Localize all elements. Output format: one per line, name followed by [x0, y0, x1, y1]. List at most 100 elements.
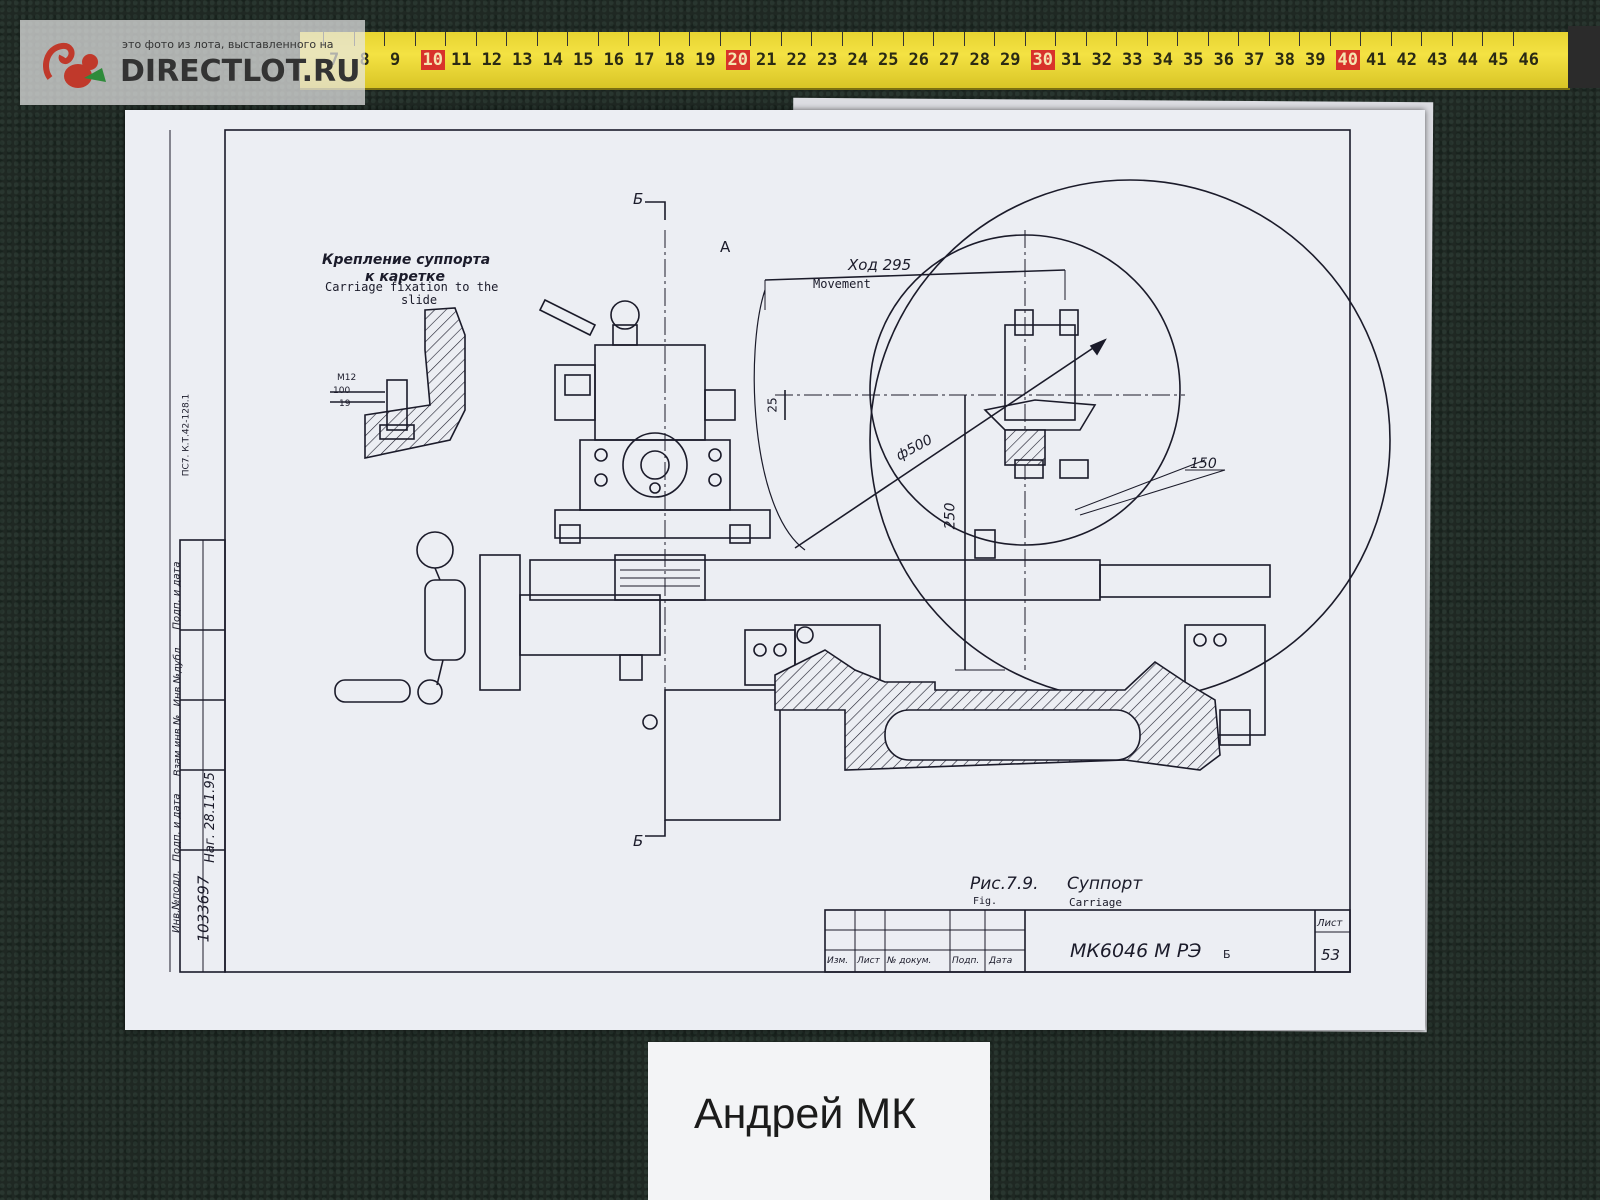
tape-tick — [1024, 32, 1026, 46]
sheet-label: Лист — [1317, 918, 1343, 929]
tb-col-date: Дата — [989, 956, 1013, 966]
tape-number: 10 — [420, 50, 445, 70]
tb-col-sheet: Лист — [857, 956, 880, 966]
dim-25: 25 — [765, 397, 780, 413]
tape-number: 15 — [573, 50, 594, 70]
tape-tick — [536, 32, 538, 46]
tape-tick — [963, 32, 965, 46]
stamp-col-4: Инв.№дубл. — [172, 644, 184, 707]
tape-number: 44 — [1457, 50, 1478, 70]
tape-number: 29 — [1000, 50, 1021, 70]
tape-measure-case — [1568, 26, 1600, 88]
tape-number: 35 — [1183, 50, 1204, 70]
tape-tick — [506, 32, 507, 46]
tape-number: 19 — [695, 50, 716, 70]
tape-number: 17 — [634, 50, 655, 70]
tape-tick — [689, 32, 690, 46]
tape-tick — [811, 32, 812, 46]
tape-number: 12 — [481, 50, 502, 70]
squirrel-logo-icon — [43, 42, 106, 88]
tape-tick — [1238, 32, 1239, 46]
tape-number: 9 — [390, 50, 401, 70]
tape-number: 28 — [969, 50, 990, 70]
tape-number: 22 — [786, 50, 807, 70]
tape-tick — [1146, 32, 1148, 46]
tape-tick — [841, 32, 843, 46]
tape-tick — [658, 32, 660, 46]
tape-number: 21 — [756, 50, 777, 70]
stamp-col-1: Инв.№подл. — [170, 870, 182, 933]
detail-title-ru-1: Крепление суппорта — [322, 252, 491, 268]
tape-tick — [780, 32, 782, 46]
tape-tick — [902, 32, 904, 46]
detail-dim-3: 19 — [339, 399, 351, 409]
tape-tick — [1421, 32, 1422, 46]
tape-tick — [384, 32, 385, 46]
tape-number: 20 — [725, 50, 750, 70]
tape-tick — [1268, 32, 1270, 46]
detail-dim-1: М12 — [337, 373, 357, 383]
detail-title-ru-2: к каретке — [365, 269, 445, 285]
view-mark: А — [720, 238, 731, 256]
tape-tick — [1482, 32, 1483, 46]
carriage-drawing — [169, 129, 1391, 973]
sheet-number: 53 — [1321, 946, 1341, 964]
tape-number: 37 — [1244, 50, 1265, 70]
tape-number: 39 — [1305, 50, 1326, 70]
tape-tick — [994, 32, 995, 46]
tape-tick — [1177, 32, 1178, 46]
watermark-caption: это фото из лота, выставленного на — [122, 38, 334, 51]
tape-number: 25 — [878, 50, 899, 70]
drawing-sheet: Б Б А Крепление суппорта к каретке Carri… — [125, 110, 1425, 1030]
tape-number: 36 — [1213, 50, 1234, 70]
tape-tick — [1085, 32, 1087, 46]
tape-number: 23 — [817, 50, 838, 70]
detail-title-en-2: slide — [401, 293, 438, 307]
watermark-site: DIRECTLOT.RU — [120, 54, 361, 89]
tape-tick — [1207, 32, 1209, 46]
tape-number: 45 — [1488, 50, 1509, 70]
stroke-label-ru: Ход 295 — [848, 256, 912, 274]
tape-tick — [1360, 32, 1361, 46]
section-mark-bottom: Б — [633, 832, 644, 850]
tape-tick — [597, 32, 599, 46]
tape-number: 18 — [664, 50, 685, 70]
tb-col-sign: Подп. — [952, 956, 980, 966]
fig-label-ru: Рис.7.9. — [970, 874, 1039, 894]
tape-tick — [1451, 32, 1453, 46]
tape-tick — [414, 32, 416, 46]
tape-number: 24 — [847, 50, 868, 70]
inventory-number: 1033697 — [194, 875, 213, 943]
tape-number: 30 — [1030, 50, 1055, 70]
dim-150: 150 — [1190, 456, 1217, 472]
tape-number: 31 — [1061, 50, 1082, 70]
tape-tick — [1390, 32, 1392, 46]
tape-number: 42 — [1396, 50, 1417, 70]
tape-number: 26 — [908, 50, 929, 70]
tape-number: 13 — [512, 50, 533, 70]
tape-number: 41 — [1366, 50, 1387, 70]
tape-number: 32 — [1091, 50, 1112, 70]
tape-tick — [1299, 32, 1300, 46]
tape-number: 46 — [1518, 50, 1539, 70]
tape-measure: 7891011121314151617181920212223242526272… — [300, 32, 1570, 90]
tape-tick — [475, 32, 477, 46]
margin-note: ПС7. К.Т.42-128.1 — [181, 393, 192, 477]
section-mark-top: Б — [633, 190, 644, 208]
tape-tick — [1512, 32, 1514, 46]
tape-tick — [750, 32, 751, 46]
stroke-label-en: Movement — [813, 277, 871, 291]
tape-tick — [933, 32, 934, 46]
seller-name: Андрей МК — [694, 1090, 917, 1138]
doc-code-suffix: Б — [1223, 948, 1231, 961]
tape-number: 27 — [939, 50, 960, 70]
tb-col-change: Изм. — [827, 956, 849, 966]
tape-number: 11 — [451, 50, 472, 70]
tape-tick — [567, 32, 568, 46]
tape-number: 14 — [542, 50, 563, 70]
detail-title-en-1: Carriage fixation to the — [325, 280, 499, 294]
tape-number: 38 — [1274, 50, 1295, 70]
tape-number: 34 — [1152, 50, 1173, 70]
tape-number: 43 — [1427, 50, 1448, 70]
fig-title-ru: Суппорт — [1067, 874, 1143, 894]
